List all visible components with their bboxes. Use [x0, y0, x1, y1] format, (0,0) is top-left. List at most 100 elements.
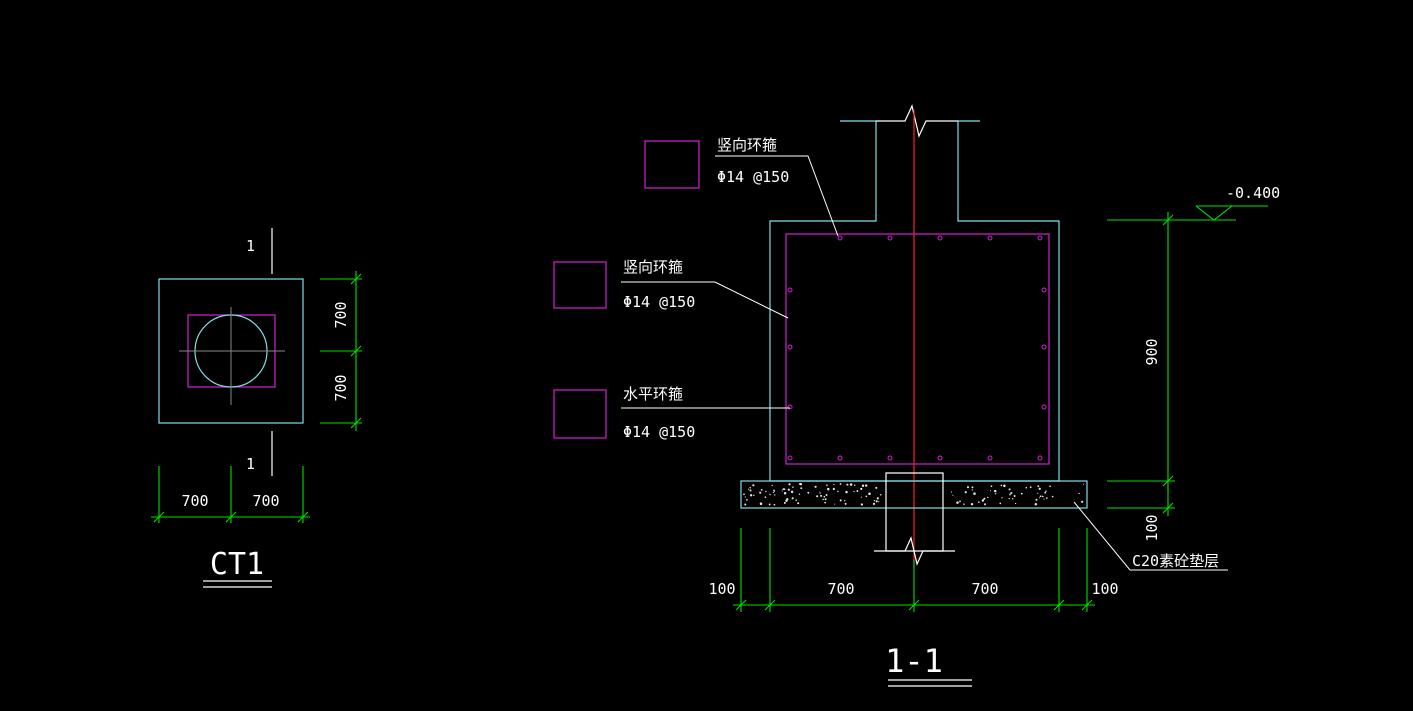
hatch-dot: [1043, 498, 1045, 500]
plan-title: CT1: [210, 547, 264, 582]
hatch-dot: [865, 495, 868, 498]
hatch-dot: [1078, 492, 1080, 495]
hatch-dot: [759, 502, 763, 505]
section-dim-h1: 100: [708, 580, 735, 598]
hatch-dot: [1029, 486, 1032, 488]
hatch-dot: [827, 487, 830, 491]
note-1-leader: [715, 155, 839, 237]
hatch-dot: [839, 483, 842, 485]
hatch-dot: [1034, 503, 1038, 506]
note-3-name: 水平环箍: [623, 385, 683, 403]
hatch-dot: [765, 490, 767, 493]
hatch-dot: [993, 489, 997, 493]
hatch-dot: [773, 489, 775, 492]
hatch-dot: [819, 491, 821, 493]
hatch-dot: [764, 496, 767, 499]
hatch-dot: [783, 488, 786, 491]
hatch-dot: [799, 482, 802, 486]
hatch-dot: [772, 491, 774, 494]
hatch-dot: [790, 490, 794, 494]
hatch-dot: [865, 484, 868, 487]
note-1-spec: Φ14 @150: [717, 168, 789, 186]
hatch-dot: [989, 490, 992, 492]
hatch-dot: [981, 499, 985, 502]
section-title: 1-1: [885, 642, 943, 680]
hatch-dot: [1020, 492, 1023, 495]
hatch-dot: [971, 486, 974, 489]
pile-outline: [885, 472, 944, 508]
hatch-dot: [970, 503, 974, 506]
hatch-dot: [819, 492, 821, 495]
hatch-dot: [1013, 495, 1016, 497]
hatch-dot: [768, 503, 771, 506]
hatch-dot: [973, 492, 976, 495]
hatch-dot: [814, 485, 817, 488]
hatch-dot: [853, 484, 856, 486]
hatch-dot: [769, 493, 771, 496]
hatch-dot: [760, 489, 763, 491]
hatch-dot: [849, 483, 853, 486]
hatch-dot: [787, 488, 790, 491]
hatch-dot: [744, 503, 747, 506]
hatch-dot: [983, 497, 986, 500]
plan-dim-vertical: [320, 271, 362, 431]
note-box-2: [553, 261, 607, 309]
hatch-dot: [753, 494, 755, 497]
hatch-dot: [1044, 491, 1047, 494]
hatch-dot: [964, 491, 967, 494]
hatch-dot: [743, 493, 745, 496]
section-view: 竖向环箍 Φ14 @150 竖向环箍 Φ14 @150 水平环箍 Φ14 @15…: [553, 104, 1280, 687]
hatch-dot: [1051, 495, 1054, 498]
hatch-dot: [990, 485, 993, 488]
section-dim-v-100: 100: [1143, 514, 1161, 541]
hatch-dot: [879, 493, 882, 496]
hatch-dot: [839, 499, 842, 502]
hatch-dot: [759, 491, 762, 494]
hatch-dot: [826, 484, 828, 486]
plan-dim-h1: 700: [181, 492, 208, 510]
hatch-dot: [860, 503, 864, 506]
hatch-dot: [860, 496, 862, 498]
hatch-dot: [1001, 497, 1003, 499]
pile-break-line: [874, 536, 955, 566]
hatch-dot: [752, 484, 755, 487]
hatch-dot: [844, 502, 847, 505]
cushion-hatch: [743, 482, 1085, 506]
hatch-dot: [1009, 493, 1011, 496]
elevation-symbol: [1172, 205, 1268, 221]
plan-outline: [158, 278, 304, 424]
hatch-dot: [1045, 490, 1047, 492]
hatch-dot: [783, 501, 786, 504]
hatch-dot: [956, 501, 959, 504]
hatch-dot: [1039, 495, 1042, 498]
hatch-dot: [994, 493, 997, 495]
hatch-dot: [1049, 485, 1051, 488]
hatch-dot: [749, 494, 753, 497]
hatch-dot: [872, 502, 876, 506]
hatch-dot: [807, 491, 810, 494]
note-1-name: 竖向环箍: [717, 136, 777, 154]
hatch-dot: [1041, 495, 1044, 498]
hatch-dot: [781, 490, 783, 492]
hatch-dot: [822, 498, 824, 501]
hatch-dot: [845, 490, 848, 494]
section-dim-h3: 700: [971, 580, 998, 598]
hatch-dot: [1037, 485, 1040, 488]
hatch-dot: [1014, 502, 1017, 505]
hatch-dot: [824, 498, 827, 501]
hatch-dot: [856, 490, 859, 492]
hatch-dot: [984, 503, 986, 506]
hatch-dot: [744, 496, 746, 498]
hatch-dot: [1081, 500, 1084, 503]
note-box-1: [644, 140, 700, 189]
hatch-dot: [800, 487, 803, 490]
hatch-dot: [868, 492, 871, 496]
hatch-dot: [798, 493, 801, 495]
hatch-dot: [749, 489, 752, 492]
hatch-dot: [1046, 497, 1048, 499]
hatch-dot: [792, 486, 794, 488]
cushion-layer: [740, 480, 1088, 509]
hatch-dot: [952, 494, 954, 496]
hatch-dot: [1003, 484, 1006, 488]
section-dim-horizontal: [733, 528, 1095, 612]
